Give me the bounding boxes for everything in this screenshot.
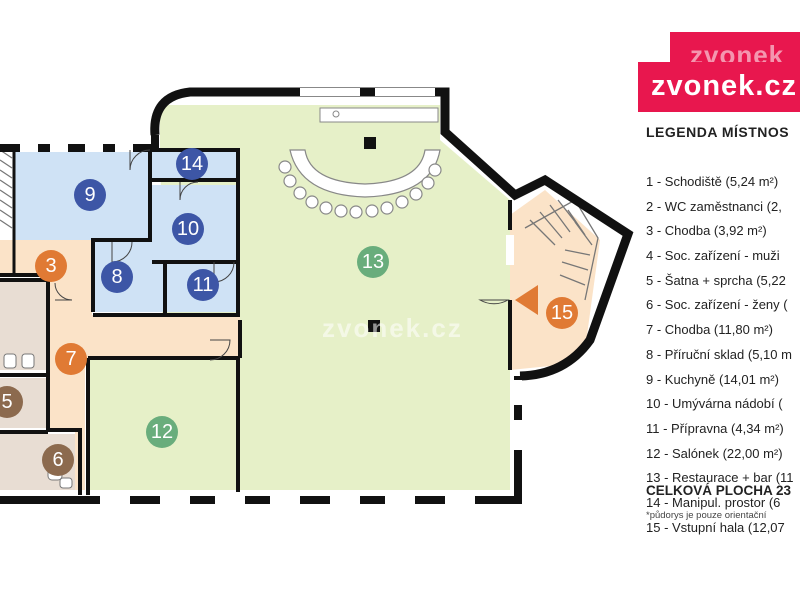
- legend-item: 12 - Salónek (22,00 m²): [646, 445, 783, 461]
- legend-item: 10 - Umývárna nádobí (: [646, 396, 783, 412]
- column: [364, 137, 376, 149]
- legend-item: 14 - Manipul. prostor (6: [646, 494, 781, 510]
- legend-item: 6 - Soc. zařízení - ženy (: [646, 297, 788, 313]
- room-badge-14: [176, 148, 208, 180]
- room-badge-3: [35, 250, 67, 282]
- total-area: CELKOVÁ PLOCHA 23: [646, 483, 792, 498]
- room-number-14: 14: [181, 153, 203, 175]
- room-number-7: 7: [65, 348, 76, 370]
- room-number-9: 9: [84, 184, 95, 206]
- room-number-15: 15: [551, 302, 573, 324]
- room-15-floor: [510, 190, 600, 370]
- room-badge-5: [0, 386, 23, 418]
- room-badge-13: [357, 246, 389, 278]
- legend-item: 13 - Restaurace + bar (11: [646, 470, 794, 486]
- bar-counter: [278, 107, 442, 219]
- legend-item: 9 - Kuchyně (14,01 m²): [646, 371, 779, 387]
- room-badge-9: [74, 179, 106, 211]
- legend-item: 3 - Chodba (3,92 m²): [646, 223, 767, 239]
- room-number-13: 13: [362, 251, 384, 273]
- room-badge-8: [101, 261, 133, 293]
- legend-item: 11 - Přípravna (4,34 m²): [646, 420, 784, 436]
- logo-background: [638, 62, 800, 112]
- room-number-11: 11: [193, 274, 214, 296]
- legend-item: 8 - Příruční sklad (5,10 m: [646, 346, 792, 362]
- room-badge-6: [42, 444, 74, 476]
- room-badge-15: [546, 297, 578, 329]
- disclaimer-note: *půdorys je pouze orientační: [646, 510, 767, 521]
- staircase-left: [0, 149, 13, 229]
- column: [368, 320, 380, 332]
- windows: [20, 88, 522, 504]
- watermark: zvonek.cz: [322, 313, 463, 343]
- legend-title: LEGENDA MÍSTNOS: [646, 124, 790, 140]
- staircase: [524, 199, 599, 301]
- legend-list: 1 - Schodiště (5,24 m²) 2 - WC zaměstnan…: [646, 170, 794, 540]
- legend-item: 5 - Šatna + sprcha (5,22: [646, 272, 786, 288]
- room-number-5: 5: [1, 391, 12, 413]
- doors: [54, 149, 510, 361]
- logo: zvonek.cz: [651, 70, 797, 102]
- room-number-3: 3: [45, 255, 56, 277]
- room-number-10: 10: [177, 218, 199, 240]
- corridor-floor: [0, 240, 240, 490]
- legend-item: 2 - WC zaměstnanci (2,: [646, 198, 782, 214]
- room-badge-12: [146, 416, 178, 448]
- room-badge-7: [55, 343, 87, 375]
- legend-item: 4 - Soc. zařízení - muži: [646, 248, 780, 264]
- entrance-arrow-icon: [515, 285, 538, 315]
- floor-plan: 13 12 15 9 14 10 11 8 3 7 5 6: [0, 87, 634, 504]
- legend-item: 1 - Schodiště (5,24 m²): [646, 174, 779, 189]
- room-badge-11: [187, 269, 219, 301]
- room-number-8: 8: [111, 266, 122, 288]
- room-badge-10: [172, 213, 204, 245]
- room-number-12: 12: [151, 421, 173, 443]
- legend-item: 7 - Chodba (11,80 m²): [646, 322, 773, 338]
- room-number-6: 6: [52, 449, 63, 471]
- legend-item: 15 - Vstupní hala (12,07: [646, 519, 785, 535]
- room-13-floor: [160, 105, 510, 490]
